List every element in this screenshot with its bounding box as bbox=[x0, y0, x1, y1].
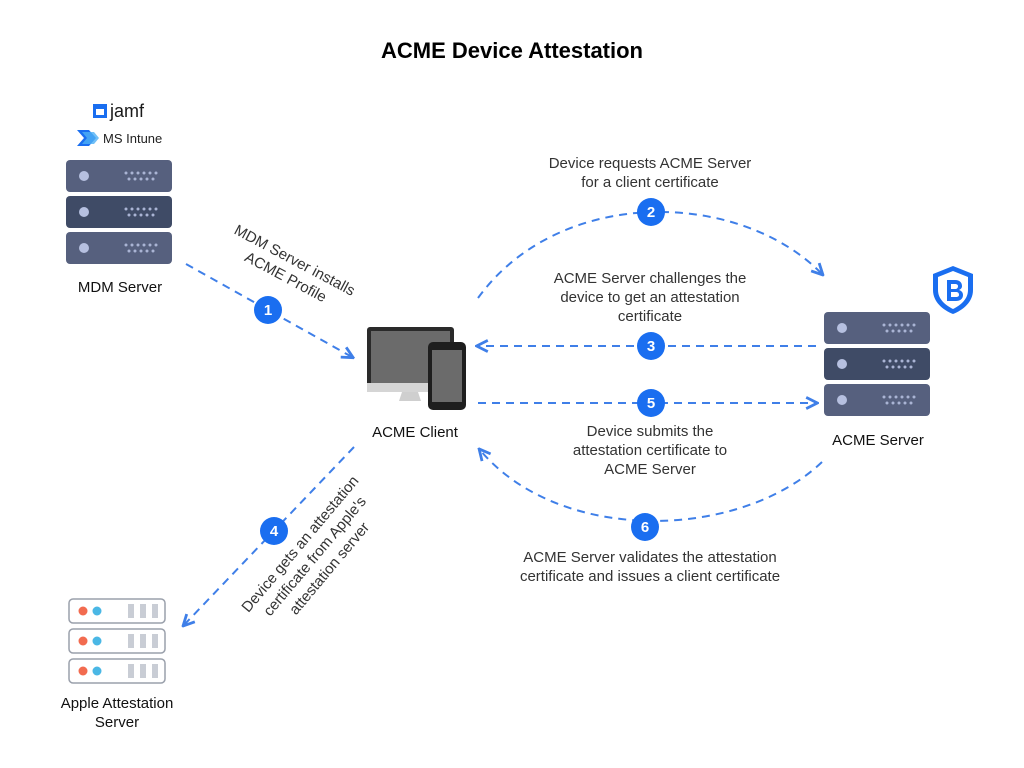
page-title: ACME Device Attestation bbox=[380, 38, 643, 63]
mdm-server-icon bbox=[66, 160, 172, 264]
apple-attestation-server-label: Apple Attestation Server bbox=[60, 695, 174, 731]
apple-server-icon bbox=[68, 598, 166, 684]
step-2-badge: 2 bbox=[637, 198, 665, 226]
mdm-server-label: MDM Server bbox=[77, 279, 163, 296]
acme-server-icon bbox=[824, 312, 930, 416]
jamf-label: jamf bbox=[110, 101, 145, 121]
step-2-text: Device requests ACME Server for a client… bbox=[548, 155, 752, 191]
step-1-badge: 1 bbox=[254, 296, 282, 324]
shield-b-icon bbox=[933, 266, 973, 314]
arrow-step-1 bbox=[185, 263, 352, 357]
phone-icon bbox=[428, 342, 466, 410]
step-3-badge: 3 bbox=[637, 332, 665, 360]
step-6-badge: 6 bbox=[631, 513, 659, 541]
acme-server-label: ACME Server bbox=[832, 432, 924, 449]
step-3-text: ACME Server challenges the device to get… bbox=[553, 270, 747, 325]
ms-intune-icon bbox=[77, 130, 99, 146]
step-5-badge: 5 bbox=[637, 389, 665, 417]
acme-client-label: ACME Client bbox=[372, 424, 458, 441]
jamf-logo-icon bbox=[93, 104, 107, 118]
step-5-text: Device submits the attestation certifica… bbox=[572, 423, 728, 478]
ms-intune-label: MS Intune bbox=[103, 131, 163, 146]
step-4-badge: 4 bbox=[260, 517, 288, 545]
step-6-text: ACME Server validates the attestation ce… bbox=[519, 549, 781, 585]
